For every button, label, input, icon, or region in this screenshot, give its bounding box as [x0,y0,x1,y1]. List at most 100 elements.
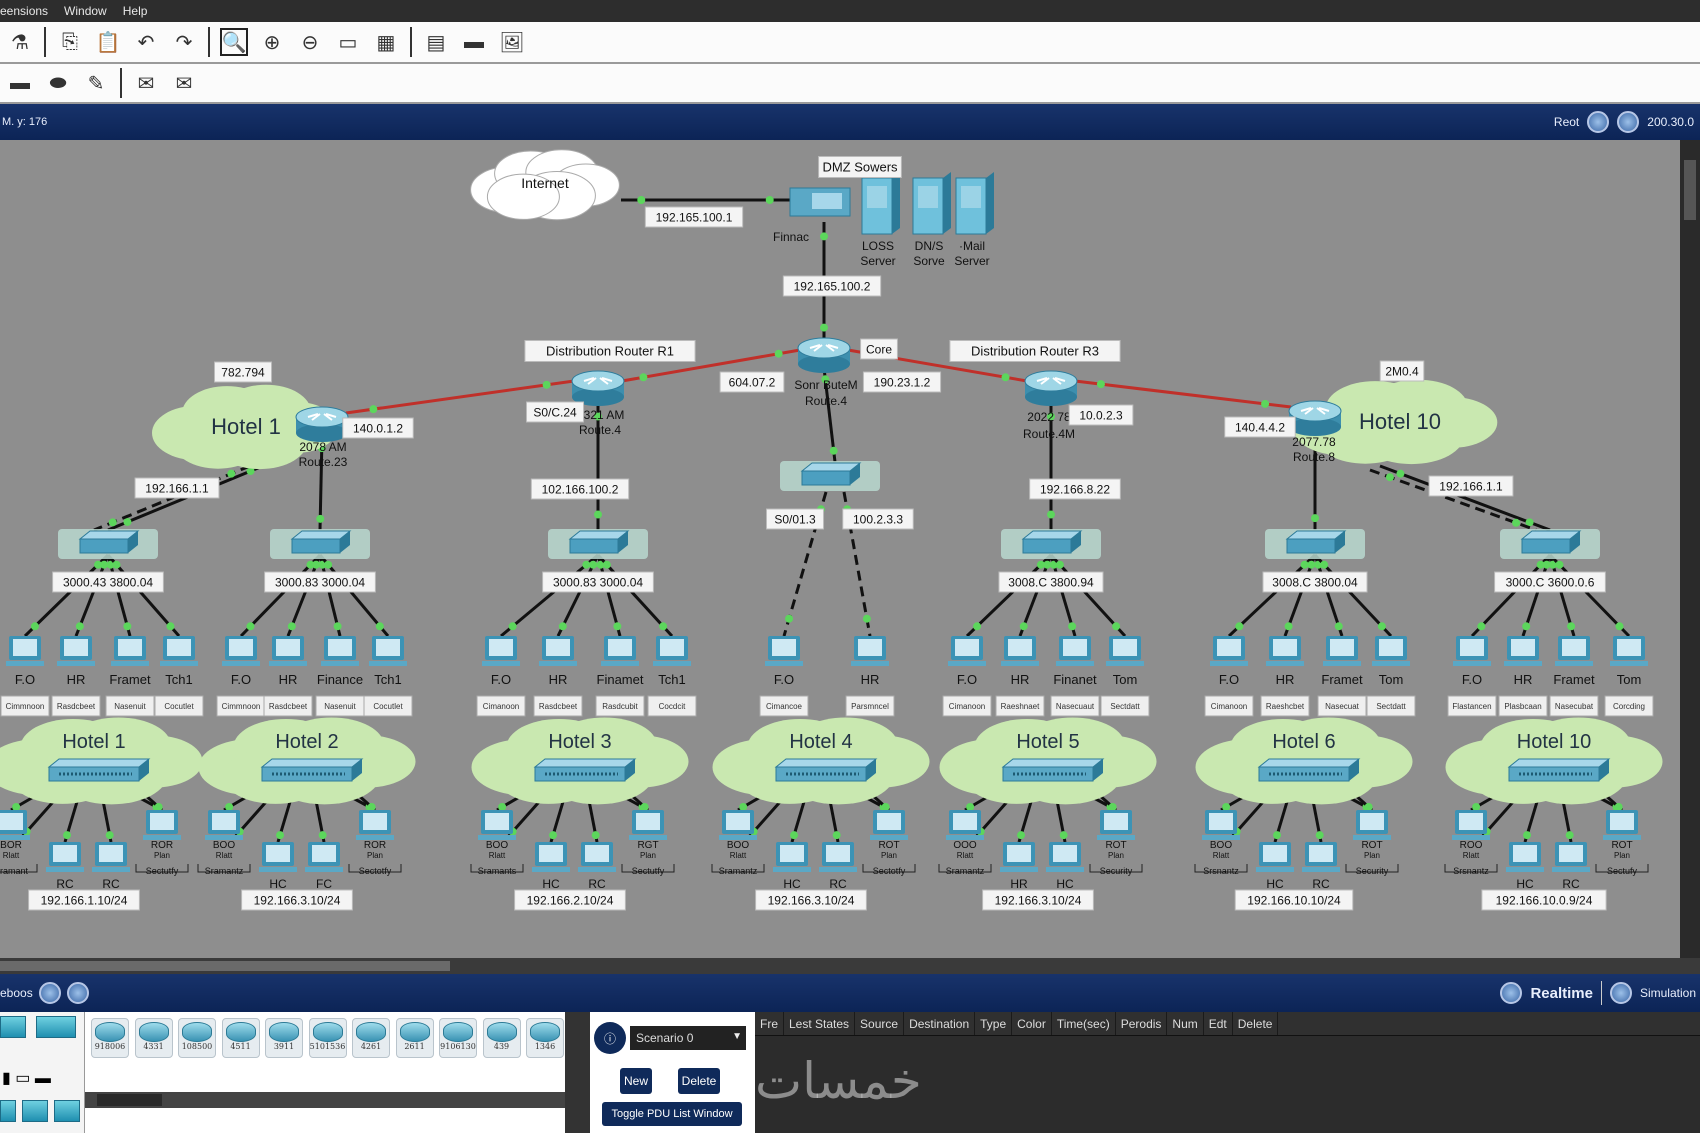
pc-icon[interactable] [1603,810,1641,840]
access-switch-icon[interactable] [58,529,158,559]
pc-icon[interactable] [160,636,198,666]
device-router-model[interactable]: 3911 [265,1018,303,1058]
hub-switch-icon[interactable] [533,758,637,782]
pdu-column-header[interactable]: Color [1012,1012,1052,1035]
simulation-tab[interactable]: Simulation [1639,986,1696,1000]
zoom-reset-icon[interactable]: ▭ [338,31,358,54]
access-cable[interactable] [1470,553,1552,638]
menu-window[interactable]: Window [64,4,107,18]
pdu-column-header[interactable]: Time(sec) [1052,1012,1116,1035]
hub-switch-icon[interactable] [1257,758,1361,782]
paste-icon[interactable]: 📋 [95,31,121,54]
pc-icon[interactable] [946,810,984,840]
pc-icon[interactable] [1555,636,1593,666]
hub-switch-icon[interactable] [260,758,364,782]
realtime-tab[interactable]: Realtime [1530,984,1593,1002]
access-switch-icon[interactable] [270,529,370,559]
pc-icon[interactable] [773,842,811,872]
category-multiuser-icon[interactable] [22,1100,48,1122]
freeform-icon[interactable]: ✎ [87,72,105,95]
category-custom-icon[interactable] [54,1100,80,1122]
access-cable[interactable] [556,554,600,637]
pdu-column-header[interactable]: Perodis [1116,1012,1168,1035]
access-cable[interactable] [1283,554,1317,637]
new-scenario-button[interactable]: New [620,1068,652,1094]
access-cable[interactable] [318,554,390,637]
device-router-model[interactable]: 4511 [221,1018,260,1058]
pc-icon[interactable] [819,842,857,872]
pc-icon[interactable] [478,810,516,840]
device-router-model[interactable]: 4331 [134,1018,173,1058]
undo-icon[interactable]: ↶ [137,31,155,54]
pc-icon[interactable] [578,842,616,872]
uplink-cable[interactable] [1379,464,1551,532]
pc-icon[interactable] [259,842,297,872]
zoom-icon[interactable]: 🔍 [220,28,248,56]
pc-icon[interactable] [539,636,577,666]
pdu-column-header[interactable]: Source [855,1012,905,1035]
access-switch-icon[interactable] [548,529,648,559]
server-icon[interactable] [861,172,900,235]
pc-icon[interactable] [765,636,803,666]
horizontal-scrollbar[interactable] [0,958,1700,974]
device-router-model[interactable]: 918006 [91,1018,129,1058]
pdu-column-header[interactable]: Type [975,1012,1013,1035]
access-cable[interactable] [239,553,322,638]
access-cable[interactable] [23,553,110,638]
ellipse-icon[interactable]: ⬬ [49,71,67,94]
hotel-left-router-icon[interactable] [295,406,349,442]
pc-icon[interactable] [1453,636,1491,666]
pc-icon[interactable] [0,810,30,840]
device-router-model[interactable]: 1346 [526,1018,564,1058]
access-switch-icon[interactable] [1500,529,1600,559]
fast-forward-icon[interactable] [66,982,89,1004]
access-cable[interactable] [106,554,181,637]
pc-icon[interactable] [46,842,84,872]
category-misc-icon[interactable] [0,1100,16,1122]
pc-icon[interactable] [1106,636,1144,666]
pdu-column-header[interactable]: Num [1167,1012,1204,1035]
vertical-scrollbar[interactable] [1680,140,1700,958]
image-icon[interactable]: 🖼 [499,31,525,54]
pc-icon[interactable] [1506,842,1544,872]
device-router-model[interactable]: 4261 [352,1018,390,1058]
center-switch-icon[interactable] [780,461,880,491]
pc-icon[interactable] [1452,810,1490,840]
pc-icon[interactable] [948,636,986,666]
pc-icon[interactable] [870,810,908,840]
toggle-pdu-list-button[interactable]: Toggle PDU List Window [602,1102,742,1126]
access-cable[interactable] [1548,553,1631,638]
device-router-model[interactable]: 2611 [395,1018,434,1058]
pc-icon[interactable] [629,810,667,840]
scroll-thumb[interactable] [1684,160,1696,220]
hotel-right-cloud[interactable] [1292,379,1498,465]
zoom-out-icon[interactable]: ⊖ [301,31,319,54]
device-router-model[interactable]: 439 [482,1018,521,1058]
pc-icon[interactable] [532,842,570,872]
menu-extensions[interactable]: eensions [0,4,49,18]
pc-icon[interactable] [6,636,44,666]
pc-icon[interactable] [205,810,243,840]
pdu-column-header[interactable]: Lest States [784,1012,856,1035]
access-cable[interactable] [1313,553,1393,638]
hub-switch-icon[interactable] [1507,758,1611,782]
pc-icon[interactable] [1256,842,1294,872]
pc-icon[interactable] [653,636,691,666]
pc-icon[interactable] [305,842,343,872]
category-end-devices-icon[interactable]: ▮ ▭ ▬ [2,1070,51,1087]
rectangle-icon[interactable]: ▬ [10,71,30,94]
core-router-icon[interactable] [797,337,851,373]
wan-link[interactable] [345,379,575,415]
power-cycle-icon[interactable] [38,982,61,1004]
pc-icon[interactable] [321,636,359,666]
pc-icon[interactable] [92,842,130,872]
pc-icon[interactable] [1210,636,1248,666]
pc-icon[interactable] [1323,636,1361,666]
server-icon[interactable] [955,172,994,235]
delete-scenario-button[interactable]: Delete [678,1068,720,1094]
custom-device-icon[interactable]: ▤ [426,31,446,54]
pdu-column-header[interactable]: Destination [904,1012,976,1035]
palette-scrollbar[interactable] [85,1092,565,1108]
category-wan-icon[interactable] [36,1016,76,1038]
pdu-column-header[interactable]: Fre [755,1012,784,1035]
